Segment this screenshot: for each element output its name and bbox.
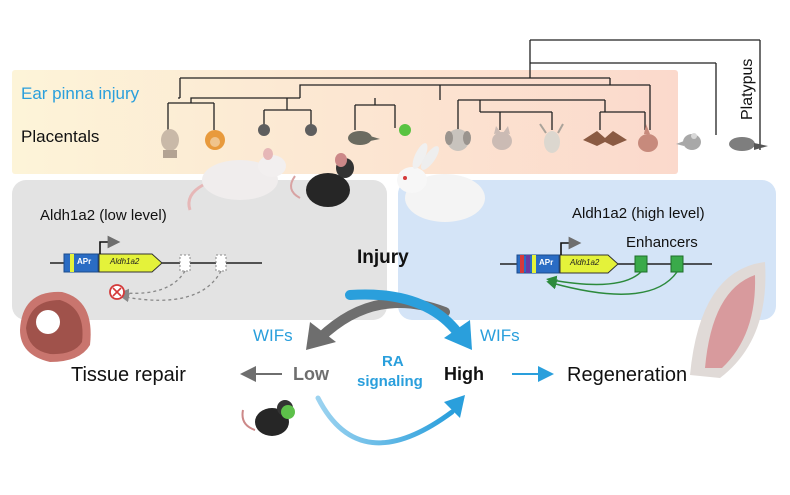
right-gene-box [559,254,619,274]
shrew-icon [348,131,380,145]
signaling-label: signaling [357,373,423,390]
outgroup-label: Platypus [739,58,756,120]
wounded-ear-illustration [20,291,91,362]
low-label: Low [293,364,329,384]
tree-label: Ear pinna injury [21,84,140,103]
dog-icon [445,129,471,151]
node-non-regenerating-1 [258,124,270,136]
armadillo-icon [638,124,658,152]
left-promoter-label: APr [77,257,92,266]
wifs-left-label: WIFs [253,326,293,345]
right-panel [398,180,776,320]
left-gene-box [98,253,163,273]
ra-signaling-arrowhead [444,395,465,418]
right-gene-box-label: Aldh1a2 [570,258,600,267]
opossum-icon [676,133,701,150]
high-arc-arrow [345,289,463,338]
goat-icon [539,123,564,153]
left-gene-box-label: Aldh1a2 [110,257,140,266]
blocked-icon [109,284,125,300]
node-regenerating [399,124,411,136]
right-promoter-label: APr [539,258,554,267]
placental-band [12,70,678,174]
rat-illustration [187,148,286,211]
monkey-icon [205,130,225,150]
low-arc-arrowhead [306,322,336,350]
group-label: Placentals [21,127,100,146]
high-arc-arrowhead [444,320,472,350]
active-enhancer-2 [670,255,684,273]
right-gene-label: Aldh1a2 (high level) [572,205,705,222]
phylogenetic-tree [167,39,761,150]
species-icons [161,123,768,158]
enhancers-label: Enhancers [626,234,698,251]
cat-icon [492,126,512,150]
high-label: High [444,364,484,384]
ra-label: RA [382,353,404,370]
silent-enhancer-1 [179,254,191,272]
ra-signaling-arc [315,395,455,446]
bat-icon [583,131,627,146]
node-non-regenerating-2 [305,124,317,136]
left-gene-label: Aldh1a2 (low level) [40,207,167,224]
human-icon [161,129,179,158]
rabbit-illustration [397,143,485,222]
regeneration-label: Regeneration [567,364,688,386]
silent-enhancer-2 [215,254,227,272]
platypus-icon [729,137,768,151]
left-gene-construct [50,235,262,303]
wounded-mouse-illustration [241,400,295,436]
rabbit-ear-illustration [690,262,766,378]
injury-label: Injury [357,247,409,268]
wifs-right-label: WIFs [480,326,520,345]
active-enhancer-1 [634,255,648,273]
right-gene-construct [500,236,712,295]
tissue-repair-label: Tissue repair [71,364,186,386]
left-panel [12,180,387,320]
mouse-illustration [290,153,354,207]
